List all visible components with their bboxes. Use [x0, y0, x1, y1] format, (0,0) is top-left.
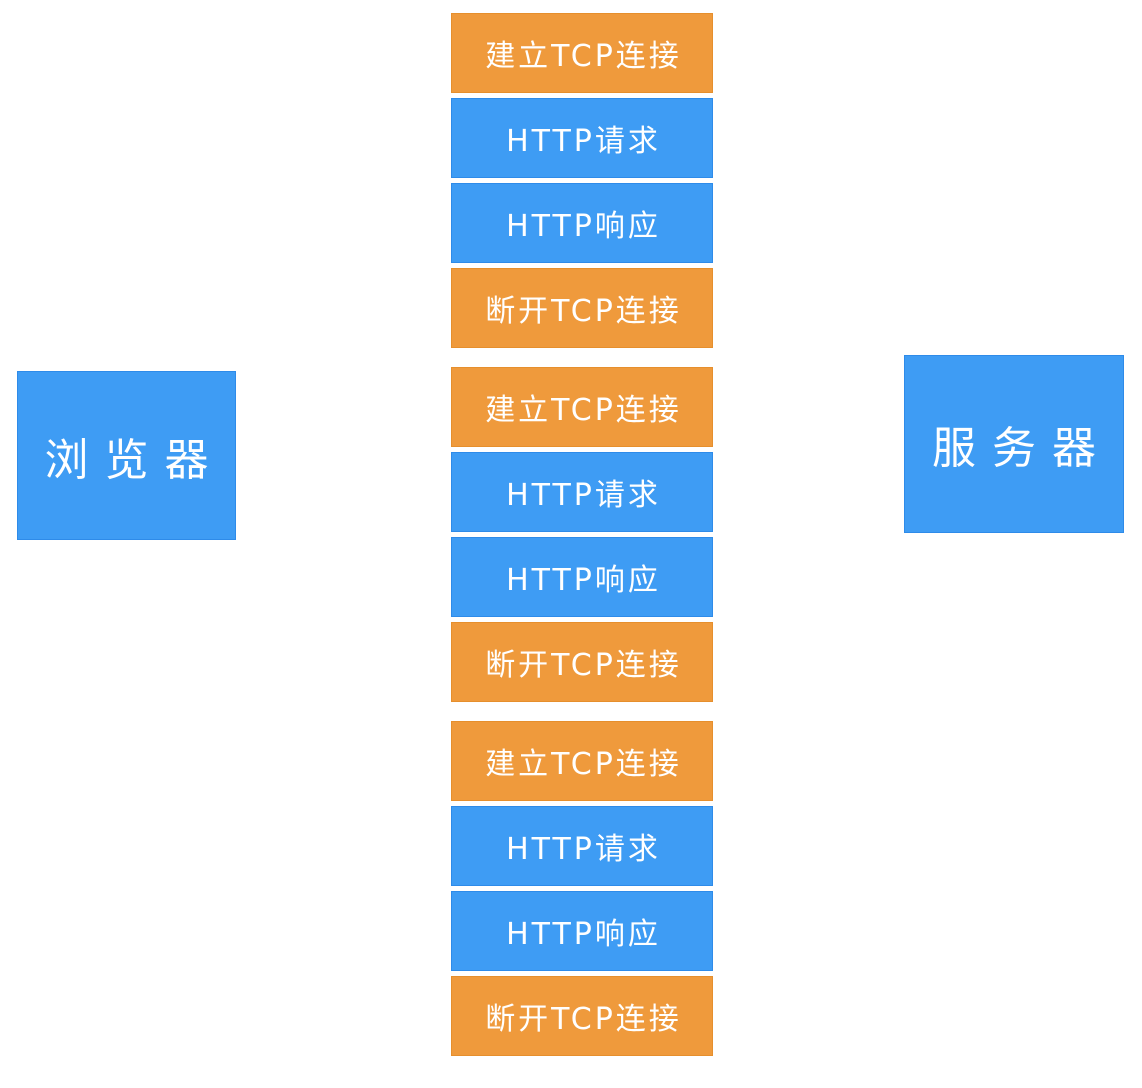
step-http-request: HTTP请求	[451, 452, 713, 532]
step-http-response: HTTP响应	[451, 891, 713, 971]
step-tcp-close: 断开TCP连接	[451, 268, 713, 348]
message-flow-column: 建立TCP连接 HTTP请求 HTTP响应 断开TCP连接 建立TCP连接 HT…	[451, 13, 713, 1061]
step-http-response: HTTP响应	[451, 183, 713, 263]
step-http-response: HTTP响应	[451, 537, 713, 617]
connection-cycle-1: 建立TCP连接 HTTP请求 HTTP响应 断开TCP连接	[451, 13, 713, 348]
step-tcp-connect: 建立TCP连接	[451, 367, 713, 447]
connection-cycle-3: 建立TCP连接 HTTP请求 HTTP响应 断开TCP连接	[451, 721, 713, 1056]
connection-cycle-2: 建立TCP连接 HTTP请求 HTTP响应 断开TCP连接	[451, 367, 713, 702]
step-http-request: HTTP请求	[451, 98, 713, 178]
step-tcp-close: 断开TCP连接	[451, 622, 713, 702]
step-tcp-close: 断开TCP连接	[451, 976, 713, 1056]
step-tcp-connect: 建立TCP连接	[451, 13, 713, 93]
browser-node: 浏览器	[17, 371, 236, 540]
step-tcp-connect: 建立TCP连接	[451, 721, 713, 801]
server-node: 服务器	[904, 355, 1124, 533]
step-http-request: HTTP请求	[451, 806, 713, 886]
